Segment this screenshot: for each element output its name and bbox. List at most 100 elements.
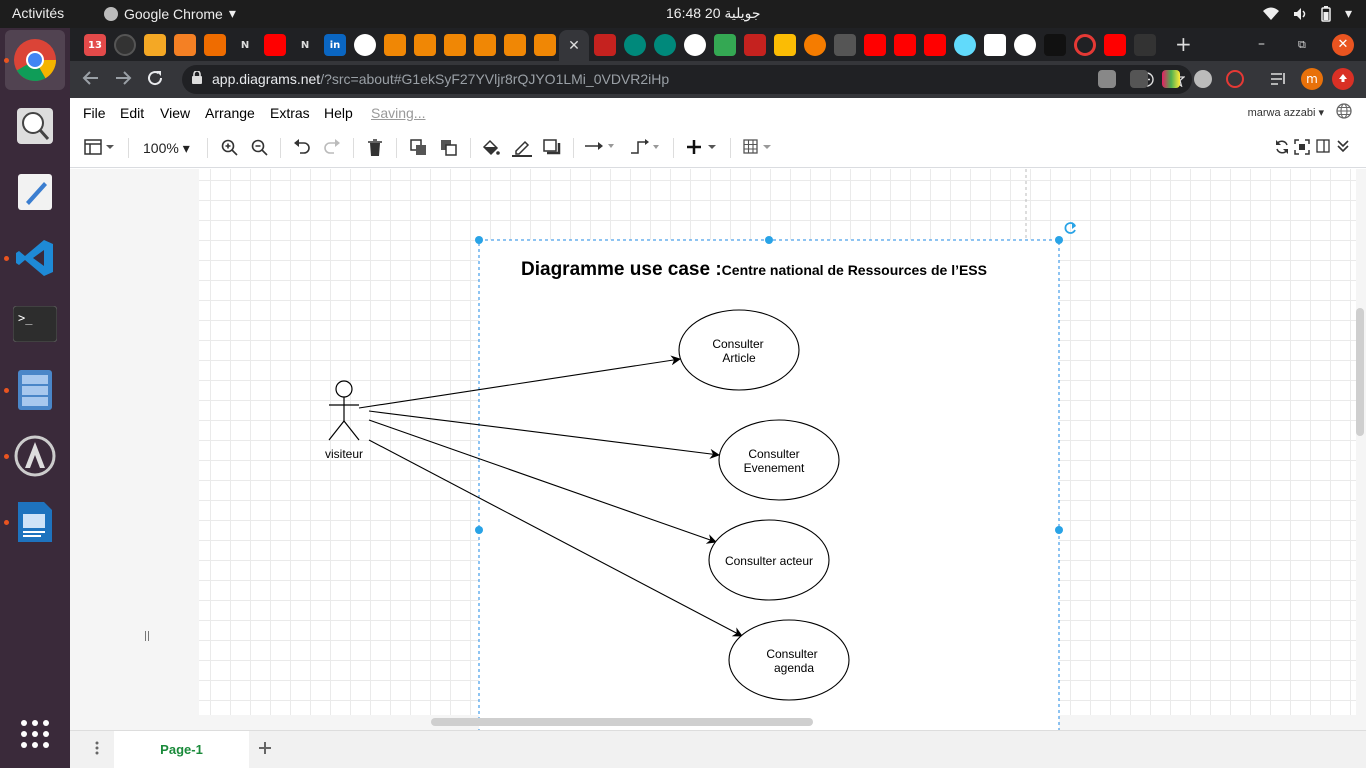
window-close-button[interactable]: ✕: [1332, 34, 1354, 56]
resize-handle-n[interactable]: [765, 236, 773, 244]
new-tab-button[interactable]: +: [1175, 32, 1192, 56]
tab-dark-site[interactable]: [1044, 34, 1066, 56]
dock-magnifier[interactable]: [12, 103, 58, 149]
association-arrow-evenement[interactable]: [368, 410, 720, 459]
profile-avatar[interactable]: m: [1301, 68, 1323, 90]
format-panel-button[interactable]: [1316, 139, 1330, 157]
tab-dark-2[interactable]: [1134, 34, 1156, 56]
tab-gdrive-1[interactable]: [714, 34, 736, 56]
insert-dropdown[interactable]: [687, 139, 719, 159]
horizontal-scrollbar[interactable]: [431, 718, 813, 726]
tab-drawio-4[interactable]: [474, 34, 496, 56]
use-case-consulter-agenda[interactable]: Consulter agenda: [728, 619, 850, 701]
vertical-scrollbar[interactable]: [1356, 308, 1364, 436]
undo-button[interactable]: [293, 139, 311, 159]
tab-drawio-6[interactable]: [534, 34, 556, 56]
tab-gmail-2[interactable]: [744, 34, 766, 56]
extension-2-icon[interactable]: [1130, 70, 1148, 88]
extension-5-icon[interactable]: [1226, 70, 1244, 88]
tab-google-3[interactable]: [1014, 34, 1036, 56]
diagram-svg[interactable]: Diagramme use case :Centre national de R…: [70, 169, 1366, 730]
show-applications-button[interactable]: [12, 711, 58, 757]
to-front-button[interactable]: [410, 139, 428, 161]
selection-handles[interactable]: [475, 236, 1063, 534]
tab-teal-2[interactable]: [654, 34, 676, 56]
dock-software-center[interactable]: [12, 433, 58, 479]
dock-terminal[interactable]: >_: [12, 301, 58, 347]
language-globe-icon[interactable]: [1336, 103, 1352, 123]
association-arrow-agenda[interactable]: [368, 439, 743, 637]
media-queue-icon[interactable]: [1270, 71, 1288, 89]
menu-view[interactable]: View: [160, 105, 191, 121]
address-bar[interactable]: app.diagrams.net/?src=about#G1ekSyF27YVl…: [182, 65, 1192, 94]
sidebar-collapse-handle[interactable]: [145, 631, 149, 641]
tab-youtube-1[interactable]: [264, 34, 286, 56]
waypoints-dropdown[interactable]: [630, 139, 662, 159]
diagram-title[interactable]: Diagramme use case :Centre national de R…: [521, 259, 987, 280]
extension-4-icon[interactable]: [1194, 70, 1212, 88]
fullscreen-button[interactable]: [1294, 139, 1310, 159]
extension-1-icon[interactable]: [1098, 70, 1116, 88]
tab-drawio-1[interactable]: [384, 34, 406, 56]
resize-handle-ne[interactable]: [1055, 236, 1063, 244]
lock-icon[interactable]: [192, 70, 202, 88]
menu-file[interactable]: File: [83, 105, 106, 121]
shadow-button[interactable]: [543, 139, 561, 159]
tab-xampp[interactable]: [204, 34, 226, 56]
tab-stackoverflow[interactable]: [174, 34, 196, 56]
menu-help[interactable]: Help: [324, 105, 353, 121]
zoom-out-button[interactable]: [251, 139, 269, 161]
tab-notion-2[interactable]: N: [300, 39, 310, 51]
app-menu[interactable]: Google Chrome ▾: [104, 5, 236, 22]
reload-button[interactable]: [146, 69, 164, 92]
activities-button[interactable]: Activités: [12, 5, 65, 21]
window-restore-button[interactable]: ⧉: [1298, 38, 1306, 51]
tab-google-2[interactable]: [684, 34, 706, 56]
zoom-dropdown[interactable]: 100% ▾: [143, 140, 190, 156]
tab-notion-1[interactable]: N: [240, 39, 250, 51]
forward-button[interactable]: [114, 69, 132, 92]
dock-image-viewer[interactable]: [12, 499, 58, 545]
to-back-button[interactable]: [440, 139, 458, 161]
tab-youtube-2[interactable]: [864, 34, 886, 56]
tab-opera[interactable]: [1074, 34, 1096, 56]
tab-gmail-1[interactable]: [594, 34, 616, 56]
tab-active-drawio[interactable]: ✕: [559, 30, 589, 61]
collapse-toolbar-button[interactable]: [1336, 139, 1350, 157]
tab-orange-site[interactable]: [144, 34, 166, 56]
menu-arrange[interactable]: Arrange: [205, 105, 255, 121]
extension-3-icon[interactable]: [1162, 70, 1180, 88]
tab-gdrive-2[interactable]: [774, 34, 796, 56]
format-panel-toggle[interactable]: [84, 139, 114, 159]
rotate-handle[interactable]: [1064, 222, 1076, 234]
tab-google-1[interactable]: [354, 34, 376, 56]
menu-extras[interactable]: Extras: [270, 105, 310, 121]
dock-text-editor[interactable]: [12, 169, 58, 215]
tab-drawio-5[interactable]: [504, 34, 526, 56]
line-color-button[interactable]: [512, 139, 532, 161]
use-case-consulter-evenement[interactable]: Consulter Evenement: [718, 419, 840, 501]
user-menu[interactable]: marwa azzabi ▾: [1247, 107, 1324, 119]
tab-drawio-2[interactable]: [414, 34, 436, 56]
system-tray[interactable]: ▾: [1262, 5, 1352, 22]
tab-youtube-3[interactable]: [894, 34, 916, 56]
dock-vscode[interactable]: [12, 235, 58, 281]
tab-colorful[interactable]: [984, 34, 1006, 56]
tab-react[interactable]: [954, 34, 976, 56]
fill-color-button[interactable]: [482, 139, 500, 161]
tab-close-icon[interactable]: ✕: [568, 37, 580, 54]
use-case-consulter-acteur[interactable]: Consulter acteur: [708, 519, 830, 601]
pages-menu-button[interactable]: [95, 741, 99, 759]
menu-edit[interactable]: Edit: [120, 105, 145, 121]
page-tab[interactable]: Page-1: [114, 731, 249, 769]
tab-github[interactable]: [114, 34, 136, 56]
resize-handle-w[interactable]: [475, 526, 483, 534]
tab-youtube-5[interactable]: [1104, 34, 1126, 56]
clock[interactable]: 16:48 20 جويلية: [666, 5, 761, 21]
tab-calendar[interactable]: 13: [84, 34, 106, 56]
window-minimize-button[interactable]: –: [1258, 36, 1265, 52]
add-page-button[interactable]: [258, 739, 272, 760]
chrome-update-button[interactable]: [1332, 68, 1354, 90]
tab-linkedin[interactable]: in: [324, 34, 346, 56]
association-arrow-acteur[interactable]: [368, 419, 717, 544]
